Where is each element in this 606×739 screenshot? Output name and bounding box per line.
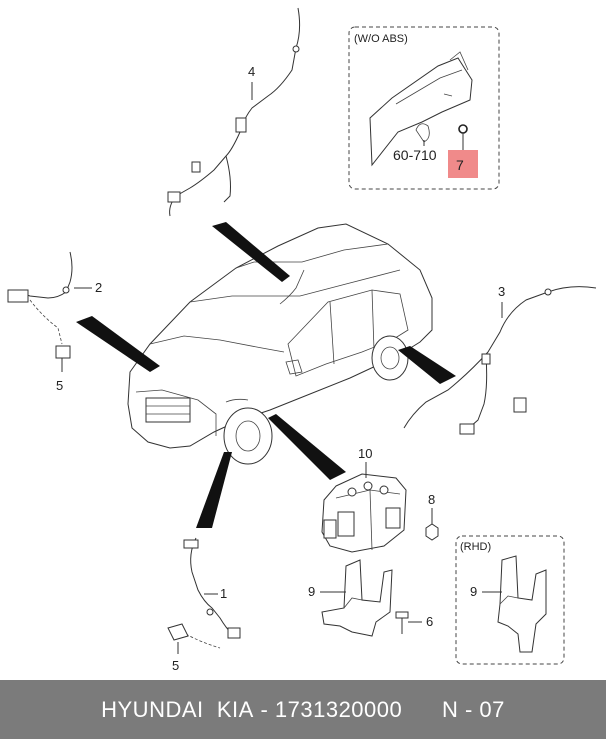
footer-separator: -	[253, 696, 275, 722]
rear-wheel	[371, 335, 409, 381]
pointer-wedges	[76, 222, 456, 528]
inset-frame-rhd	[455, 535, 565, 665]
plug-grommet	[458, 124, 468, 134]
callout-7-highlight[interactable]	[448, 150, 478, 178]
inner-fender-panel	[369, 57, 473, 167]
callout-ref-60-710: 60-710	[393, 147, 437, 163]
footer-page: N - 07	[441, 696, 505, 722]
abs-hecu-module-10: 10	[321, 446, 407, 553]
inset-rhd: (RHD) 9	[455, 535, 565, 665]
callout-8[interactable]: 8	[428, 492, 435, 507]
bracket-9: 9	[308, 559, 393, 637]
part-footer-bar: HYUNDAI KIA - 1731320000 N - 07	[0, 680, 606, 739]
front-left-sensor-2: 2 5	[7, 251, 102, 393]
callout-6[interactable]: 6	[426, 614, 433, 629]
front-harness-4: 4	[167, 7, 301, 217]
nut-8: 8	[425, 492, 439, 541]
inset-title-wo-abs: (W/O ABS)	[354, 33, 408, 45]
abs-wiring-diagram: (W/O ABS) 60-710 7 4 2 5	[7, 7, 597, 673]
callout-10[interactable]: 10	[358, 446, 372, 461]
front-wheel	[223, 407, 273, 465]
callout-7[interactable]: 7	[456, 157, 464, 173]
inset-frame	[348, 26, 500, 190]
callout-5-lower[interactable]: 5	[172, 658, 179, 673]
callout-9-rhd[interactable]: 9	[470, 584, 477, 599]
callout-4[interactable]: 4	[248, 64, 255, 79]
front-grille	[145, 397, 191, 423]
callout-9-main[interactable]: 9	[308, 584, 315, 599]
footer-part-number: 1731320000	[274, 696, 403, 722]
inset-title-rhd: (RHD)	[460, 541, 491, 553]
bolt-6: 6	[395, 611, 433, 634]
callout-1[interactable]: 1	[220, 586, 227, 601]
front-sensor-1: 1 5	[167, 537, 241, 673]
inset-without-abs: (W/O ABS) 60-710 7	[348, 26, 500, 190]
rear-right-sensor-3: 3	[403, 284, 597, 435]
footer-gap	[402, 697, 442, 723]
callout-3[interactable]: 3	[498, 284, 505, 299]
callout-2[interactable]: 2	[95, 280, 102, 295]
footer-brand: HYUNDAI KIA	[101, 696, 254, 722]
callout-5-upper[interactable]: 5	[56, 378, 63, 393]
